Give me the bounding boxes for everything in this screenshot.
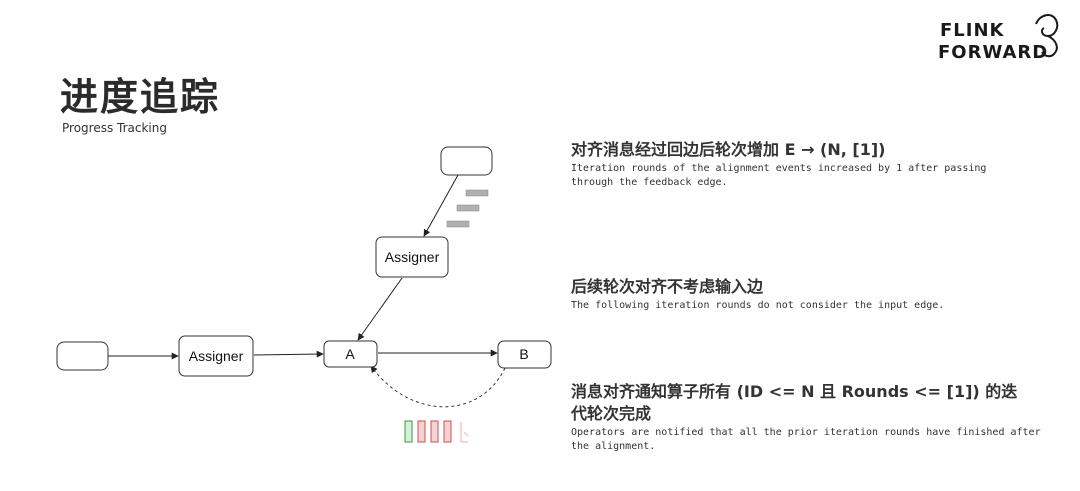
queued-event bbox=[446, 220, 470, 228]
note-3-zh-line-2: 代轮次完成 bbox=[571, 404, 652, 423]
note-3-en: Operators are notified that all the prio… bbox=[571, 426, 1041, 454]
queued-event bbox=[456, 204, 480, 212]
squirrel-icon bbox=[1035, 14, 1059, 58]
node-assigner-left: Assigner bbox=[178, 335, 254, 377]
note-1-zh: 对齐消息经过回边后轮次增加 E → (N, [1]) bbox=[571, 140, 886, 159]
note-3-en-line-2: the alignment. bbox=[571, 441, 656, 452]
note-1-en: Iteration rounds of the alignment events… bbox=[571, 162, 986, 190]
event-fading bbox=[460, 422, 469, 443]
note-1-en-line-1: Iteration rounds of the alignment events… bbox=[571, 163, 987, 174]
node-a-label: A bbox=[345, 346, 355, 362]
event-red bbox=[430, 420, 439, 443]
flink-forward-logo: FLINK FORWARD bbox=[938, 14, 1059, 63]
edge-assigner-to-a-left bbox=[253, 350, 324, 358]
event-red bbox=[417, 420, 426, 443]
slide-subtitle: Progress Tracking bbox=[62, 121, 167, 135]
note-2-en: The following iteration rounds do not co… bbox=[571, 300, 945, 311]
node-b: B bbox=[497, 340, 552, 369]
note-2-zh: 后续轮次对齐不考虑输入边 bbox=[571, 277, 764, 296]
node-a: A bbox=[323, 340, 378, 368]
slide-title: 进度追踪 bbox=[60, 75, 221, 119]
note-3-zh-line-1: 消息对齐通知算子所有 (ID <= N 且 Rounds <= [1]) 的迭 bbox=[571, 382, 1018, 401]
edge-assigner-to-a bbox=[357, 277, 403, 341]
feedback-edge-b-to-a bbox=[370, 365, 506, 408]
event-red bbox=[443, 420, 452, 443]
queued-event bbox=[465, 189, 489, 197]
node-top-source bbox=[440, 146, 493, 176]
logo-line-2: FORWARD bbox=[938, 42, 1048, 63]
note-3-en-line-1: Operators are notified that all the prio… bbox=[571, 427, 1041, 438]
node-b-label: B bbox=[519, 346, 528, 362]
note-1-en-line-2: through the feedback edge. bbox=[571, 177, 728, 188]
node-assigner-top: Assigner bbox=[375, 236, 449, 278]
node-left-source bbox=[56, 341, 109, 371]
logo-line-1: FLINK bbox=[940, 20, 1005, 41]
event-green bbox=[404, 420, 413, 443]
edge-top-source-to-assigner bbox=[423, 174, 459, 237]
node-assigner-top-label: Assigner bbox=[385, 249, 440, 265]
node-assigner-left-label: Assigner bbox=[189, 348, 244, 364]
